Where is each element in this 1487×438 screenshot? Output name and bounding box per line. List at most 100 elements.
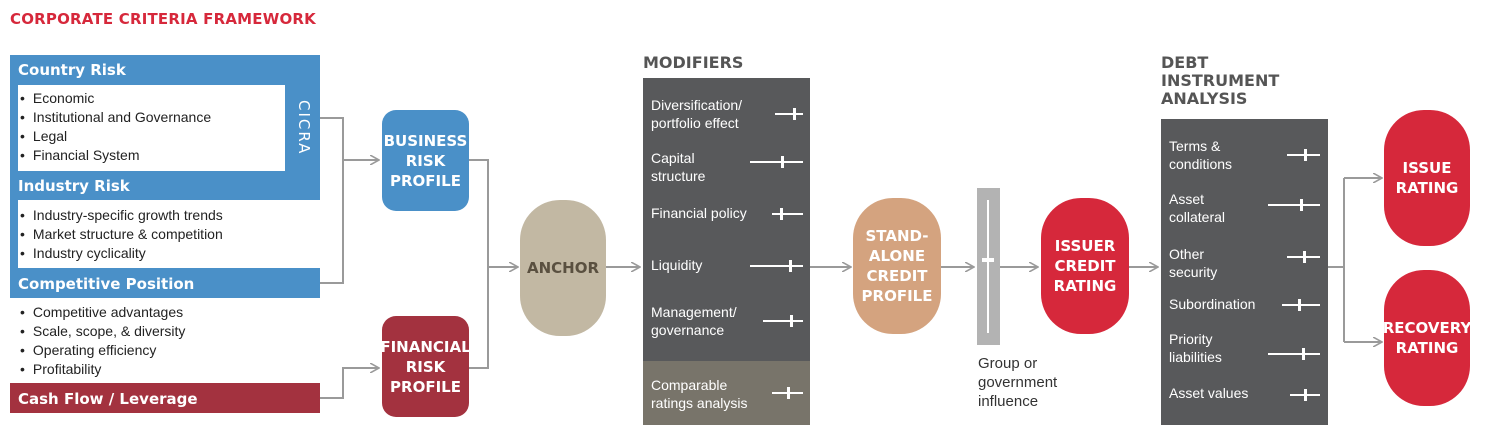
list-item: Legal xyxy=(20,127,211,146)
group-influence-caption: Group or government influence xyxy=(978,354,1057,411)
country-risk-list: Economic Institutional and Governance Le… xyxy=(20,89,211,165)
business-bracket xyxy=(320,117,344,284)
list-item: Profitability xyxy=(20,360,185,379)
modifier-item: Financial policy xyxy=(651,204,747,222)
debt-label: Other xyxy=(1169,246,1205,262)
profiles-bracket xyxy=(469,159,489,369)
debt-label: conditions xyxy=(1169,156,1233,172)
modifier-slider xyxy=(763,315,803,327)
debt-slider xyxy=(1290,389,1320,401)
debt-item: Asset values xyxy=(1169,384,1248,402)
country-risk-edge xyxy=(10,85,18,171)
list-item: Institutional and Governance xyxy=(20,108,211,127)
icr-line: RATING xyxy=(1053,277,1117,295)
modifier-slider xyxy=(750,260,803,272)
icr-line: CREDIT xyxy=(1054,257,1116,275)
anchor-label: ANCHOR xyxy=(526,259,600,277)
modifier-label: Management/ xyxy=(651,304,737,320)
recovery-rating-line: RECOVERY xyxy=(1382,319,1472,337)
modifier-label: portfolio effect xyxy=(651,115,739,131)
issue-rating-line: RATING xyxy=(1395,179,1459,197)
debt-label: Subordination xyxy=(1169,296,1256,312)
modifier-item: Management/ governance xyxy=(651,303,737,339)
frp-line: PROFILE xyxy=(390,377,461,396)
list-item: Scale, scope, & diversity xyxy=(20,322,186,341)
industry-risk-edge xyxy=(10,200,18,268)
recovery-rating: RECOVERY RATING xyxy=(1382,270,1472,406)
debt-label: Asset xyxy=(1169,191,1205,207)
sacp-line: CREDIT xyxy=(866,267,928,285)
list-item: Financial System xyxy=(20,146,211,165)
debt-slider xyxy=(1287,149,1320,161)
debt-label: collateral xyxy=(1169,209,1226,225)
header-line: INSTRUMENT xyxy=(1161,71,1280,90)
frp-line: FINANCIAL xyxy=(380,337,471,356)
list-item: Operating efficiency xyxy=(20,341,185,360)
modifier-label: Financial policy xyxy=(651,205,747,221)
comparable-slider xyxy=(772,387,803,399)
list-item: Market structure & competition xyxy=(20,225,223,244)
frp-line: RISK xyxy=(405,357,446,376)
modifier-slider xyxy=(750,156,803,168)
modifiers-header: MODIFIERS xyxy=(643,53,744,72)
financial-risk-profile: FINANCIAL RISK PROFILE xyxy=(380,316,471,417)
list-item: Economic xyxy=(20,89,211,108)
industry-risk-header: Industry Risk xyxy=(18,177,130,195)
modifier-label: Capital xyxy=(651,150,695,166)
competitive-position-list: Competitive advantages Scale, scope, & d… xyxy=(20,303,186,379)
modifier-label: Diversification/ xyxy=(651,97,743,113)
anchor-node: ANCHOR xyxy=(520,200,606,336)
issuer-credit-rating: ISSUER CREDIT RATING xyxy=(1041,198,1129,334)
industry-risk-list: Industry-specific growth trends Market s… xyxy=(20,206,223,263)
debt-item: Subordination xyxy=(1169,295,1255,313)
debt-slider xyxy=(1268,199,1320,211)
debt-analysis-header: DEBT INSTRUMENT ANALYSIS xyxy=(1161,54,1279,108)
brp-line: PROFILE xyxy=(390,171,461,190)
standalone-credit-profile: STAND- ALONE CREDIT PROFILE xyxy=(853,198,941,334)
debt-label: Terms & xyxy=(1169,138,1221,154)
arrow-to-financial-risk xyxy=(320,368,378,399)
cash-flow-leverage-bar: Cash Flow / Leverage xyxy=(10,383,320,413)
page-title: CORPORATE CRITERIA FRAMEWORK xyxy=(10,10,316,28)
cicra-label: CICRA xyxy=(295,100,313,156)
business-risk-profile: BUSINESS RISK PROFILE xyxy=(382,110,469,211)
sacp-line: STAND- xyxy=(865,227,929,245)
modifier-label: governance xyxy=(651,322,725,338)
recovery-rating-line: RATING xyxy=(1395,339,1459,357)
list-item: Competitive advantages xyxy=(20,303,185,322)
modifier-slider xyxy=(772,208,803,220)
list-item: Industry cyclicality xyxy=(20,244,223,263)
debt-label: Asset values xyxy=(1169,385,1249,401)
group-influence-knob xyxy=(982,258,994,262)
country-risk-header: Country Risk xyxy=(18,61,126,79)
debt-item: Asset collateral xyxy=(1169,190,1225,226)
caption-line: Group or xyxy=(978,355,1038,372)
debt-analysis-panel xyxy=(1161,119,1328,425)
debt-item: Other security xyxy=(1169,245,1217,281)
list-item: Industry-specific growth trends xyxy=(20,206,223,225)
modifier-item: Diversification/ portfolio effect xyxy=(651,96,742,132)
modifier-label: structure xyxy=(651,168,706,184)
debt-slider xyxy=(1287,251,1320,263)
debt-item: Priority liabilities xyxy=(1169,330,1222,366)
modifier-slider xyxy=(775,108,803,120)
issue-rating-line: ISSUE xyxy=(1402,159,1452,177)
modifier-item: Liquidity xyxy=(651,256,702,274)
industry-risk-header-bar: Industry Risk xyxy=(10,171,320,200)
cash-flow-leverage-header: Cash Flow / Leverage xyxy=(18,390,198,408)
debt-label: security xyxy=(1169,264,1218,280)
cicra-bar xyxy=(285,85,320,171)
debt-slider xyxy=(1282,299,1320,311)
comparable-label: Comparable xyxy=(651,377,728,393)
group-influence-bar xyxy=(977,188,1000,345)
issue-rating: ISSUE RATING xyxy=(1384,110,1470,246)
debt-item: Terms & conditions xyxy=(1169,137,1232,173)
sacp-line: ALONE xyxy=(868,247,926,265)
debt-label: Priority xyxy=(1169,331,1213,347)
comparable-label: ratings analysis xyxy=(651,395,748,411)
caption-line: influence xyxy=(978,393,1039,410)
modifier-label: Liquidity xyxy=(651,257,703,273)
comparable-item: Comparable ratings analysis xyxy=(651,376,748,412)
brp-line: RISK xyxy=(405,151,446,170)
